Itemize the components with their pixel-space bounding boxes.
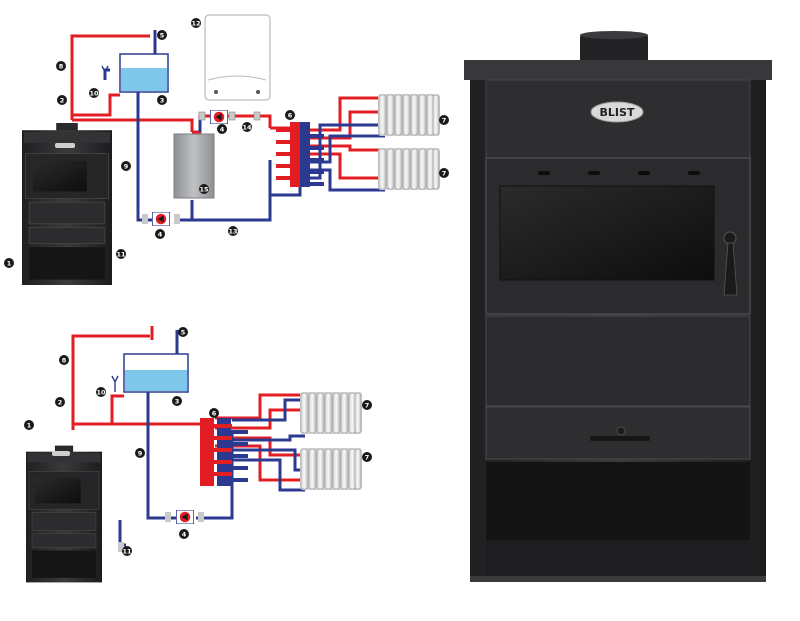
markers-top: 1 2 3 4 4 5 6 7 7 8 9 10 11 12 13 14 15 xyxy=(4,18,449,268)
valve-icon xyxy=(118,542,124,552)
svg-text:BLIST: BLIST xyxy=(600,106,635,119)
valve-icon xyxy=(165,512,171,522)
svg-text:6: 6 xyxy=(288,112,293,120)
marker-1: 1 xyxy=(4,258,14,268)
marker-9: 9 xyxy=(135,448,145,458)
main-stove: BLIST xyxy=(464,31,772,582)
valve-icon xyxy=(198,512,204,522)
marker-4: 4 xyxy=(155,229,165,239)
svg-text:7: 7 xyxy=(442,117,447,125)
svg-text:6: 6 xyxy=(212,410,217,418)
markers-bottom: 1 2 3 4 5 6 7 7 8 9 10 11 xyxy=(24,327,372,556)
marker-1: 1 xyxy=(24,420,34,430)
marker-2: 2 xyxy=(57,95,67,105)
svg-text:8: 8 xyxy=(59,63,64,71)
marker-11: 11 xyxy=(122,546,132,556)
svg-text:7: 7 xyxy=(365,454,370,462)
svg-text:4: 4 xyxy=(182,531,187,539)
radiator-icon xyxy=(300,448,362,490)
svg-text:3: 3 xyxy=(175,398,180,406)
marker-9: 9 xyxy=(121,161,131,171)
marker-2: 2 xyxy=(55,397,65,407)
marker-7: 7 xyxy=(362,400,372,410)
marker-10: 10 xyxy=(96,387,106,397)
svg-text:2: 2 xyxy=(58,399,63,407)
marker-8: 8 xyxy=(56,61,66,71)
svg-text:7: 7 xyxy=(365,402,370,410)
expansion-tank-top xyxy=(119,53,169,93)
marker-7: 7 xyxy=(439,115,449,125)
svg-text:11: 11 xyxy=(116,251,126,259)
marker-14: 14 xyxy=(242,122,252,132)
diagram-top: 1 2 3 4 4 5 6 7 7 8 9 10 11 12 13 14 15 xyxy=(4,14,449,286)
valve-icon xyxy=(174,214,180,224)
svg-text:3: 3 xyxy=(160,97,165,105)
marker-15: 15 xyxy=(199,184,209,194)
drain-icon xyxy=(111,375,119,392)
svg-text:1: 1 xyxy=(27,422,32,430)
marker-6: 6 xyxy=(285,110,295,120)
marker-4: 4 xyxy=(179,529,189,539)
marker-11: 11 xyxy=(116,249,126,259)
marker-13: 13 xyxy=(228,226,238,236)
svg-text:9: 9 xyxy=(124,163,129,171)
wall-boiler xyxy=(204,14,271,101)
stove-1-top xyxy=(22,122,112,286)
stove-1-bottom xyxy=(26,445,102,583)
svg-text:1: 1 xyxy=(7,260,12,268)
door-handle xyxy=(723,231,738,296)
manifold-top xyxy=(276,122,324,187)
svg-text:5: 5 xyxy=(181,329,186,337)
valves-top xyxy=(198,111,261,121)
drain-icon xyxy=(101,65,109,80)
marker-4: 4 xyxy=(217,124,227,134)
svg-text:12: 12 xyxy=(191,20,200,28)
svg-text:13: 13 xyxy=(228,228,237,236)
marker-3: 3 xyxy=(172,396,182,406)
svg-text:4: 4 xyxy=(158,231,163,239)
valve-icon xyxy=(142,214,148,224)
marker-12: 12 xyxy=(191,18,201,28)
svg-text:2: 2 xyxy=(60,97,65,105)
pump-icon xyxy=(152,212,170,226)
svg-text:10: 10 xyxy=(89,90,99,98)
brand-badge: BLIST xyxy=(590,101,644,123)
marker-5: 5 xyxy=(157,30,167,40)
marker-7: 7 xyxy=(439,168,449,178)
expansion-tank-bottom xyxy=(123,353,189,393)
svg-text:11: 11 xyxy=(122,548,132,556)
marker-3: 3 xyxy=(157,95,167,105)
pump-icon xyxy=(176,510,194,524)
pump-icon xyxy=(210,110,228,124)
marker-8: 8 xyxy=(59,355,69,365)
diagram-bottom: 1 2 3 4 5 6 7 7 8 9 10 11 xyxy=(24,326,372,583)
svg-text:10: 10 xyxy=(96,389,106,397)
radiator-icon xyxy=(378,148,440,190)
radiator-icon xyxy=(378,94,440,136)
marker-7: 7 xyxy=(362,452,372,462)
manifold-bottom xyxy=(200,418,248,486)
svg-text:4: 4 xyxy=(220,126,225,134)
marker-6: 6 xyxy=(209,408,219,418)
svg-text:14: 14 xyxy=(242,124,252,132)
hot-pipes-bottom xyxy=(71,326,305,482)
svg-text:7: 7 xyxy=(442,170,447,178)
svg-text:9: 9 xyxy=(138,450,143,458)
svg-text:5: 5 xyxy=(160,32,165,40)
marker-5: 5 xyxy=(178,327,188,337)
radiator-icon xyxy=(300,392,362,434)
svg-text:15: 15 xyxy=(199,186,209,194)
marker-10: 10 xyxy=(89,88,99,98)
svg-text:8: 8 xyxy=(62,357,67,365)
